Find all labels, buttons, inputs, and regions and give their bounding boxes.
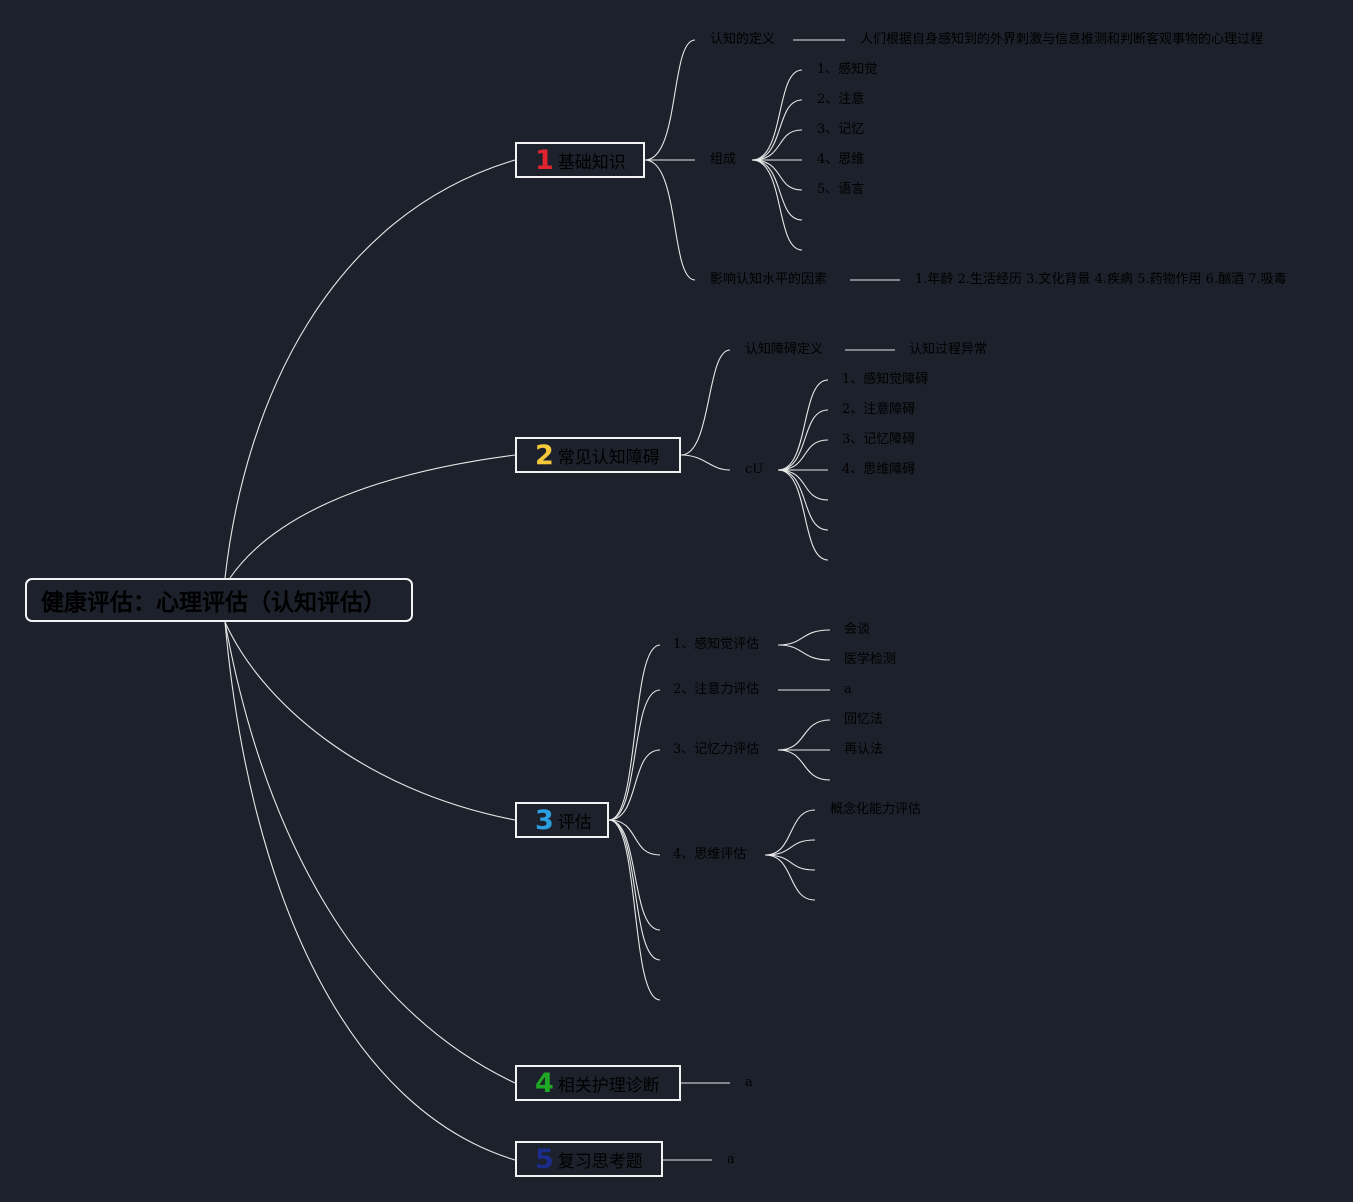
node-composition-item[interactable]: 5、语言	[817, 182, 865, 197]
node-cognition-definition-text[interactable]: 人们根据自身感知到的外界刺激与信息推测和判断客观事物的心理过程	[860, 32, 1264, 47]
branch-label: 常见认知障碍	[557, 447, 660, 468]
number-badge: 5	[535, 1143, 554, 1175]
node-influencing-factors-text[interactable]: 1.年龄 2.生活经历 3.文化背景 4.疾病 5.药物作用 6.酗酒 7.吸毒	[915, 272, 1287, 287]
node-disorder-item[interactable]: 3、记忆障碍	[842, 432, 916, 447]
branch-label: 相关护理诊断	[557, 1075, 660, 1096]
node-composition[interactable]: 组成	[710, 152, 737, 167]
root-topic[interactable]: 健康评估：心理评估（认知评估）	[25, 578, 413, 622]
node-perception-method[interactable]: 会谈	[844, 622, 871, 637]
node-thinking-method[interactable]: 概念化能力评估	[830, 802, 922, 817]
number-badge: 2	[535, 439, 554, 471]
node-memory-method[interactable]: 再认法	[844, 742, 884, 757]
branch-assessment[interactable]: 3 评估	[515, 802, 609, 838]
node-disorder-group[interactable]: cU	[745, 462, 764, 477]
branch-common-cognitive-disorders[interactable]: 2 常见认知障碍	[515, 437, 681, 473]
node-disorder-item[interactable]: 2、注意障碍	[842, 402, 916, 417]
node-disorder-item[interactable]: 4、思维障碍	[842, 462, 916, 477]
node-influencing-factors[interactable]: 影响认知水平的因素	[710, 272, 828, 287]
node-cognition-definition[interactable]: 认知的定义	[710, 32, 776, 47]
branch-label: 评估	[557, 812, 592, 833]
branch-basic-knowledge[interactable]: 1 基础知识	[515, 142, 645, 178]
node-composition-item[interactable]: 2、注意	[817, 92, 865, 107]
number-badge: 3	[535, 804, 554, 836]
node-perception-method[interactable]: 医学检测	[844, 652, 897, 667]
node-disorder-item[interactable]: 1、感知觉障碍	[842, 372, 929, 387]
branch-label: 复习思考题	[557, 1151, 643, 1172]
node-nursing-diagnosis-value[interactable]: a	[745, 1075, 753, 1090]
node-disorder-definition-text[interactable]: 认知过程异常	[909, 342, 988, 357]
branch-nursing-diagnosis[interactable]: 4 相关护理诊断	[515, 1065, 681, 1101]
node-disorder-definition[interactable]: 认知障碍定义	[745, 342, 824, 357]
node-review-value[interactable]: a	[727, 1152, 735, 1167]
node-composition-item[interactable]: 4、思维	[817, 152, 865, 167]
node-composition-item[interactable]: 3、记忆	[817, 122, 865, 137]
node-composition-item[interactable]: 1、感知觉	[817, 62, 878, 77]
node-attention-assessment[interactable]: 2、注意力评估	[673, 682, 760, 697]
branch-review-questions[interactable]: 5 复习思考题	[515, 1141, 663, 1177]
node-perception-assessment[interactable]: 1、感知觉评估	[673, 637, 760, 652]
node-attention-value[interactable]: a	[844, 682, 852, 697]
number-badge: 1	[535, 144, 554, 176]
number-badge: 4	[535, 1067, 554, 1099]
branch-label: 基础知识	[557, 152, 626, 173]
node-thinking-assessment[interactable]: 4、思维评估	[673, 847, 747, 862]
node-memory-assessment[interactable]: 3、记忆力评估	[673, 742, 760, 757]
node-memory-method[interactable]: 回忆法	[844, 712, 884, 727]
